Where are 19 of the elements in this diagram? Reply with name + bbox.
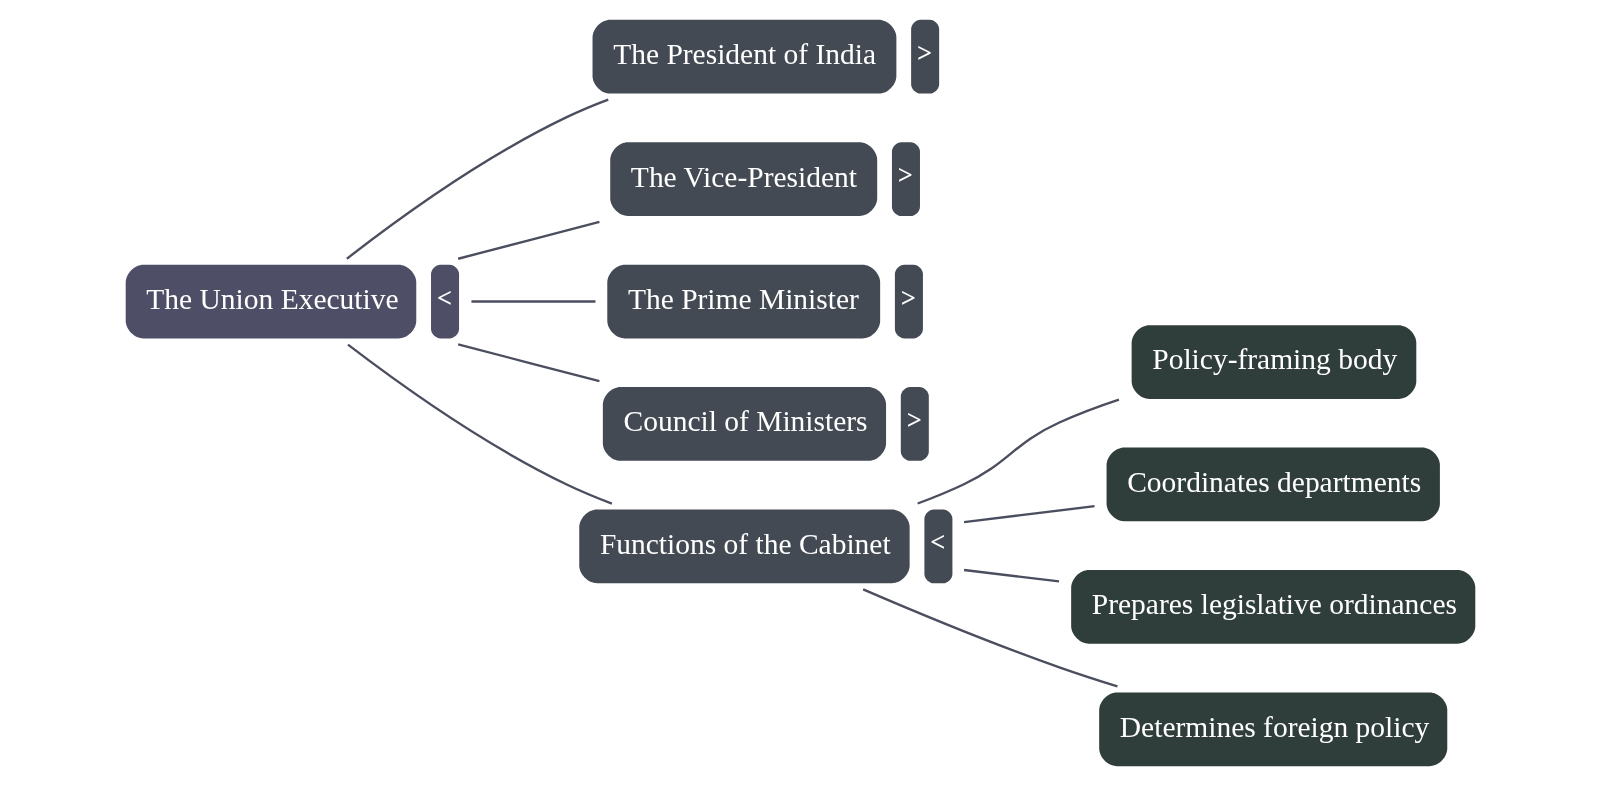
node-box: Coordinates departments <box>1106 447 1440 522</box>
node-box: Policy-framing body <box>1131 325 1416 399</box>
node-label: > <box>906 404 922 435</box>
node-label: > <box>900 282 916 313</box>
connector <box>963 505 1095 524</box>
connector <box>916 398 1119 505</box>
node-label: > <box>897 160 913 191</box>
connector <box>457 343 600 383</box>
node-box: Determines foreign policy <box>1098 692 1447 767</box>
connector <box>457 220 600 260</box>
connector <box>470 300 595 303</box>
connector <box>345 98 609 260</box>
connector <box>346 343 612 505</box>
connector <box>862 588 1118 688</box>
node-box: Prepares legislative ordinances <box>1070 570 1475 644</box>
connector <box>963 568 1059 583</box>
node-label: > <box>916 37 932 68</box>
node-label: < <box>436 282 452 313</box>
node-label: < <box>929 527 945 558</box>
